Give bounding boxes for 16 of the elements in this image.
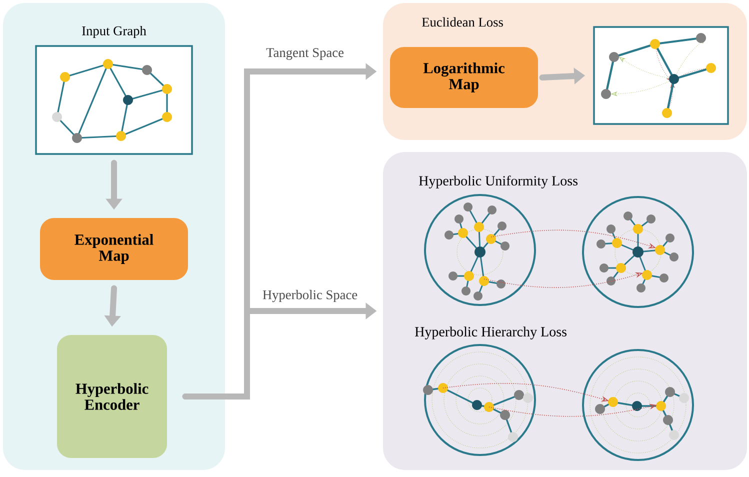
graph-frame: [35, 26, 193, 155]
graph-frame: [593, 26, 729, 125]
poincare-disk: [582, 196, 694, 308]
process-box: Logarithmic Map: [390, 46, 538, 108]
section-title: Hyperbolic Hierarchy Loss: [415, 326, 566, 340]
process-box: Hyperbolic Encoder: [57, 335, 167, 458]
heading: Euclidean Loss: [422, 17, 503, 27]
panel-background: [383, 152, 747, 470]
edge-label: Hyperbolic Space: [262, 290, 358, 302]
poincare-disk: [424, 344, 536, 456]
poincare-disk: [582, 349, 694, 461]
process-box: Exponential Map: [40, 218, 188, 280]
section-title: Hyperbolic Uniformity Loss: [419, 176, 578, 188]
poincare-disk: [424, 194, 536, 306]
edge-label: Tangent Space: [266, 48, 344, 60]
heading: Input Graph: [82, 26, 146, 38]
